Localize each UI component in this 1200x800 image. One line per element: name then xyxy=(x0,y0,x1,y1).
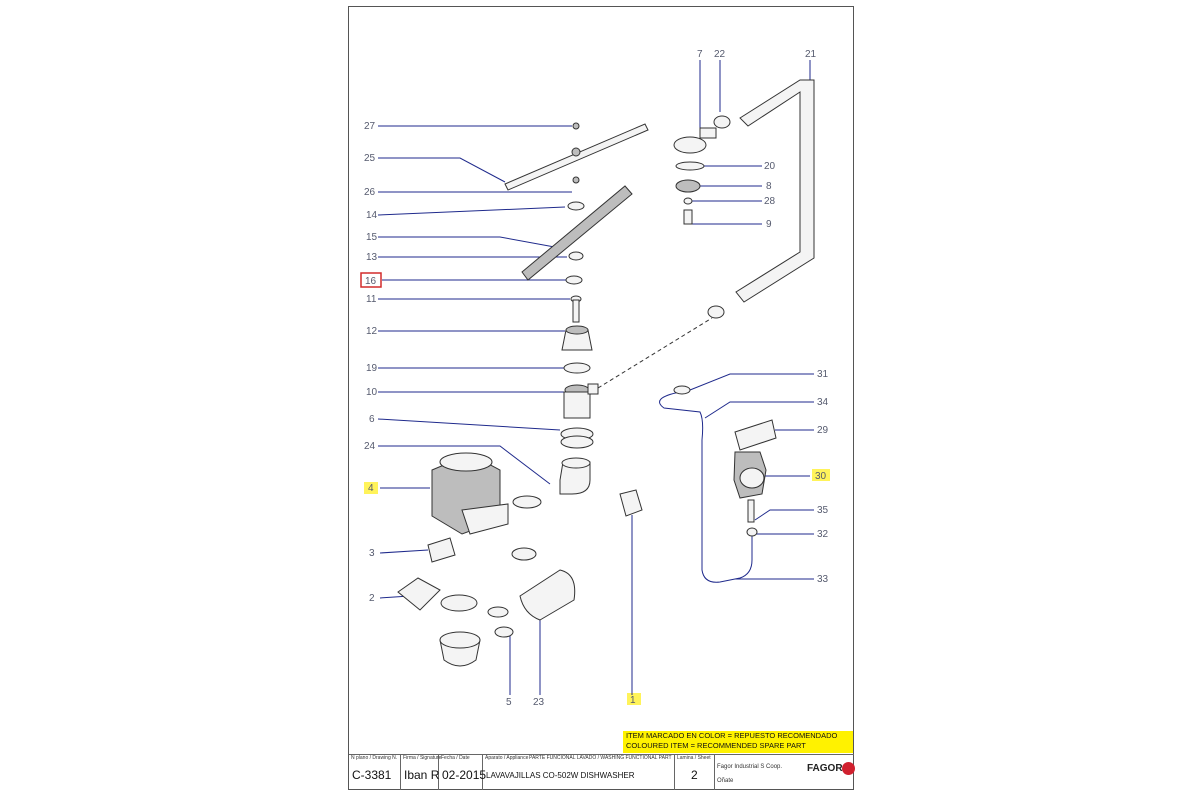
pump-column xyxy=(559,317,713,495)
title-block-divider xyxy=(349,754,854,755)
tb-company: Fagor Industrial S Coop. Oñate FAGOR xyxy=(715,754,855,790)
label-31: 31 xyxy=(817,369,829,380)
label-14: 14 xyxy=(366,210,378,221)
tb-drawing-no: N plano / Drawing N. C-3381 xyxy=(349,754,401,790)
label-2: 2 xyxy=(369,593,375,604)
label-3: 3 xyxy=(369,548,375,559)
label-22: 22 xyxy=(714,49,726,60)
date: 02-2015 xyxy=(442,768,487,782)
drawing-sheet xyxy=(348,6,854,790)
label-13: 13 xyxy=(366,252,378,263)
label-29: 29 xyxy=(817,425,829,436)
signature: Iban R xyxy=(404,768,440,782)
label-1: 1 xyxy=(630,695,636,706)
label-27: 27 xyxy=(364,121,376,132)
label-32: 32 xyxy=(817,529,829,540)
sensor-group xyxy=(659,385,777,583)
label-33: 33 xyxy=(817,574,829,585)
label-7: 7 xyxy=(697,49,703,60)
tb-signature: Firma / Signature Iban R xyxy=(401,754,441,790)
legend-line-en: COLOURED ITEM = RECOMMENDED SPARE PART xyxy=(626,741,806,750)
label-30: 30 xyxy=(815,471,827,482)
motor-pump xyxy=(397,452,542,611)
label-12: 12 xyxy=(366,326,378,337)
label-4: 4 xyxy=(368,483,374,494)
highlight-4 xyxy=(364,482,378,494)
selection-box-16 xyxy=(360,272,382,288)
label-8: 8 xyxy=(766,181,772,192)
sheet-number: 2 xyxy=(691,768,698,782)
tb-date: Fecha / Date 02-2015 xyxy=(439,754,487,790)
company-name: Fagor Industrial S Coop. xyxy=(717,764,783,770)
company-place: Oñate xyxy=(717,778,734,784)
label-19: 19 xyxy=(366,363,378,374)
label-11: 11 xyxy=(366,294,377,305)
label-21: 21 xyxy=(805,49,817,60)
leader-lines xyxy=(377,60,814,695)
sump-and-hoses xyxy=(439,489,643,667)
tb-sheet: Lamina / Sheet 2 xyxy=(675,754,715,790)
label-9: 9 xyxy=(766,219,772,230)
drawing-number: C-3381 xyxy=(352,768,392,782)
upper-spray-arm xyxy=(504,122,649,191)
label-28: 28 xyxy=(764,196,776,207)
label-5: 5 xyxy=(506,697,512,708)
label-10: 10 xyxy=(366,387,378,398)
label-23: 23 xyxy=(533,697,545,708)
label-34: 34 xyxy=(817,397,829,408)
fagor-logo-text: FAGOR xyxy=(807,763,843,774)
label-15: 15 xyxy=(366,232,378,243)
highlight-1 xyxy=(627,693,641,705)
label-20: 20 xyxy=(764,161,776,172)
title-block: N plano / Drawing N. C-3381 Firma / Sign… xyxy=(349,754,855,790)
label-6: 6 xyxy=(369,414,375,425)
inlet-group xyxy=(673,79,815,319)
label-26: 26 xyxy=(364,187,376,198)
appliance-name: LAVAVAJILLAS CO-502W DISHWASHER xyxy=(486,771,635,780)
tb-appliance: Aparato / Appliance PARTE FUNCIONAL LAVA… xyxy=(483,754,675,790)
label-16: 16 xyxy=(365,276,377,287)
label-35: 35 xyxy=(817,505,829,516)
spare-part-legend: ITEM MARCADO EN COLOR = REPUESTO RECOMEN… xyxy=(623,731,853,753)
lower-spray-arm xyxy=(521,185,633,323)
fagor-logo-icon xyxy=(842,762,855,775)
label-25: 25 xyxy=(364,153,376,164)
part-labels: 27 25 26 14 15 13 16 11 12 19 10 6 24 4 … xyxy=(360,49,829,708)
legend-line-es: ITEM MARCADO EN COLOR = REPUESTO RECOMEN… xyxy=(626,731,838,740)
label-24: 24 xyxy=(364,441,376,452)
highlight-30 xyxy=(812,469,830,481)
